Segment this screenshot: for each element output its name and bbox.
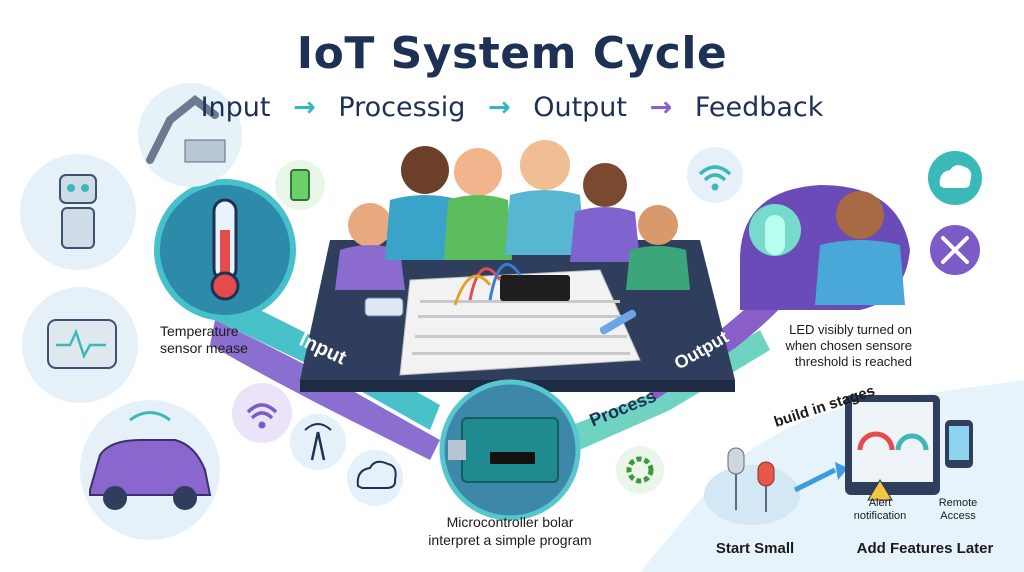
tools-icon	[941, 236, 969, 264]
arduino-board-icon	[461, 417, 559, 483]
wire-yellow	[453, 274, 492, 306]
wire-blue	[488, 262, 522, 301]
car-wifi-icon	[129, 411, 171, 422]
led-label-line2: when chosen sensore	[785, 338, 912, 353]
robot-arm-icon	[146, 94, 219, 164]
alert-label: Alert notification	[845, 497, 915, 523]
remote-label: Remote Access	[928, 497, 988, 523]
cloud-db-icon	[356, 460, 397, 489]
mcu-label-line1: Microcontroller bolar	[446, 514, 574, 530]
car-icon	[89, 439, 212, 496]
led-clear-icon	[727, 447, 745, 475]
remote-label-line2: Access	[940, 510, 976, 522]
arrow-icon: →	[649, 92, 673, 123]
mcu-chip	[490, 452, 535, 464]
led-label: LED visibly turned on when chosen sensor…	[752, 322, 912, 370]
robot-icon	[59, 174, 97, 204]
gear-icon	[626, 456, 654, 484]
led-label-line1: LED visibly turned on	[789, 322, 912, 337]
antenna-icon	[310, 431, 326, 461]
led-label-line3: threshold is reached	[794, 354, 912, 369]
cycle-subtitle: Input → Processig → Output → Feedback	[0, 92, 1024, 123]
thermometer-bulb	[210, 271, 240, 301]
usb-port	[448, 440, 466, 460]
person-right-head	[836, 191, 884, 239]
add-features-label: Add Features Later	[856, 540, 994, 557]
subtitle-step-feedback: Feedback	[694, 92, 824, 123]
breadboard	[399, 269, 641, 376]
antenna-icon-bg	[290, 414, 346, 470]
machine-icon	[184, 139, 226, 163]
sensor-label-line1: Temperature	[160, 323, 239, 339]
pen	[599, 309, 637, 335]
stages-arrow	[793, 467, 837, 493]
mcu-label: Microcontroller bolar interpret a simple…	[405, 513, 615, 549]
subtitle-step-processing: Processig	[338, 92, 466, 123]
arrow-icon: →	[487, 92, 511, 123]
sensor-label: Temperature sensor mease	[160, 323, 248, 357]
ic-chip	[500, 275, 570, 301]
subtitle-step-input: Input	[200, 92, 271, 123]
alert-label-line2: notification	[853, 510, 907, 522]
battery-icon	[290, 169, 310, 201]
start-small-label: Start Small	[715, 540, 795, 557]
led-red-icon	[757, 461, 775, 487]
students	[335, 140, 690, 290]
wifi-right-icon	[698, 165, 732, 182]
cloud-db-right-icon	[939, 165, 972, 188]
breadboard-holes	[412, 300, 630, 355]
mcu-label-line2: interpret a simple program	[428, 532, 592, 548]
arrow-icon: →	[293, 92, 316, 123]
remote-label-line1: Remote	[938, 497, 978, 509]
subtitle-step-output: Output	[533, 92, 627, 123]
sensor-label-line2: sensor mease	[160, 340, 248, 356]
phone-on-table	[364, 297, 404, 317]
thermometer-mercury	[220, 230, 230, 282]
person-right-body	[815, 240, 905, 305]
health-monitor-icon	[47, 319, 117, 369]
page-title: IoT System Cycle	[296, 28, 728, 79]
start-small-bg	[704, 465, 800, 525]
gear-icon-bg	[616, 446, 664, 494]
alert-icon	[867, 479, 893, 501]
led-icon	[765, 215, 785, 255]
alert-label-line1: Alert	[868, 497, 892, 509]
wifi-icon	[246, 403, 278, 420]
